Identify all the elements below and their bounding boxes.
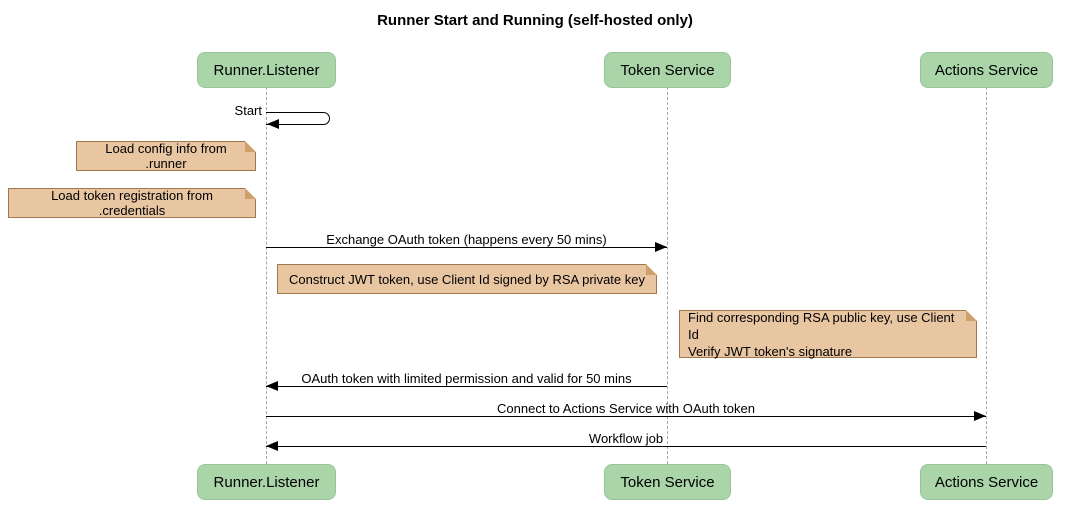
actor-actions-service-bottom: Actions Service: [920, 464, 1053, 500]
arrowhead-left-icon: [266, 381, 278, 391]
arrowhead-right-icon: [974, 411, 986, 421]
actor-label: Runner.Listener: [213, 473, 320, 491]
lifeline-actions-service: [986, 87, 987, 464]
note-fold-corner-icon: [245, 141, 256, 152]
message-line: [266, 441, 986, 451]
self-message-start-loop: [266, 112, 330, 125]
actor-token-service-bottom: Token Service: [604, 464, 731, 500]
message-label: OAuth token with limited permission and …: [301, 371, 632, 386]
note-fold-corner-icon: [966, 310, 977, 321]
message-line: [266, 381, 667, 391]
message-exchange-oauth: Exchange OAuth token (happens every 50 m…: [266, 232, 667, 252]
note-fold-corner-icon: [646, 264, 657, 275]
arrowhead-left-icon: [266, 441, 278, 451]
diagram-title: Runner Start and Running (self-hosted on…: [377, 12, 693, 29]
self-message-start-label: Start: [234, 103, 262, 118]
note-load-token-registration: Load token registration from .credential…: [8, 188, 256, 218]
lifeline-token-service: [667, 87, 668, 464]
note-verify-jwt: Find corresponding RSA public key, use C…: [679, 309, 977, 359]
message-line: [266, 411, 986, 421]
actor-runner-listener-bottom: Runner.Listener: [197, 464, 336, 500]
message-label: Exchange OAuth token (happens every 50 m…: [326, 232, 607, 247]
actor-label: Token Service: [620, 473, 715, 491]
note-text: Load token registration from .credential…: [51, 188, 213, 218]
message-workflow-job: Workflow job: [266, 431, 986, 451]
note-load-config: Load config info from .runner: [76, 141, 256, 171]
actor-runner-listener-top: Runner.Listener: [197, 52, 336, 88]
note-construct-jwt: Construct JWT token, use Client Id signe…: [277, 264, 657, 294]
note-text: Find corresponding RSA public key, use C…: [688, 309, 955, 359]
actor-token-service-top: Token Service: [604, 52, 731, 88]
message-oauth-token-return: OAuth token with limited permission and …: [266, 371, 667, 391]
actor-label: Actions Service: [934, 473, 1039, 491]
message-line: [266, 242, 667, 252]
actor-label: Actions Service: [934, 61, 1039, 79]
message-connect-actions: Connect to Actions Service with OAuth to…: [266, 401, 986, 421]
lifeline-runner-listener: [266, 87, 267, 464]
arrowhead-left-icon: [267, 119, 279, 129]
actor-actions-service-top: Actions Service: [920, 52, 1053, 88]
note-text: Load config info from .runner: [105, 141, 227, 171]
note-fold-corner-icon: [245, 188, 256, 199]
actor-label: Runner.Listener: [213, 61, 320, 79]
arrowhead-right-icon: [655, 242, 667, 252]
note-text: Construct JWT token, use Client Id signe…: [289, 271, 645, 287]
message-label: Workflow job: [588, 431, 664, 446]
message-label: Connect to Actions Service with OAuth to…: [497, 401, 755, 416]
actor-label: Token Service: [620, 61, 715, 79]
